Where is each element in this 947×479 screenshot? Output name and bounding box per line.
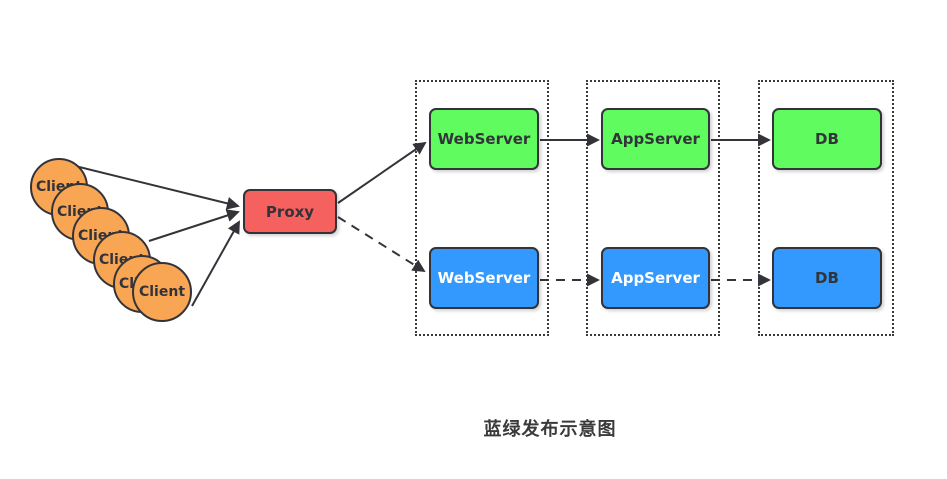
green-webserver-label: WebServer (437, 130, 531, 148)
blue-webserver-label: WebServer (437, 269, 531, 287)
green-appserver-label: AppServer (611, 130, 700, 148)
webserver-tier-container (415, 80, 549, 336)
blue-appserver-label: AppServer (611, 269, 700, 287)
blue-appserver-node: AppServer (601, 247, 710, 309)
db-tier-container (758, 80, 894, 336)
green-appserver-node: AppServer (601, 108, 710, 170)
blue-webserver-node: WebServer (429, 247, 539, 309)
diagram-title: 蓝绿发布示意图 (483, 419, 617, 440)
client-label: Client (138, 284, 186, 300)
appserver-tier-container (586, 80, 720, 336)
edge-client4-to-proxy (148, 209, 240, 242)
green-webserver-node: WebServer (429, 108, 539, 170)
proxy-node: Proxy (243, 189, 337, 234)
proxy-label: Proxy (265, 202, 315, 221)
edge-client1-to-proxy (62, 162, 240, 210)
green-db-label: DB (815, 130, 839, 148)
edge-proxy-to-green-webserver (337, 141, 427, 204)
client-node-6: Client (132, 262, 192, 322)
blue-db-node: DB (772, 247, 882, 309)
edge-client6-to-proxy (191, 220, 240, 307)
green-db-node: DB (772, 108, 882, 170)
edge-proxy-to-blue-webserver (337, 216, 426, 273)
blue-db-label: DB (815, 269, 839, 287)
